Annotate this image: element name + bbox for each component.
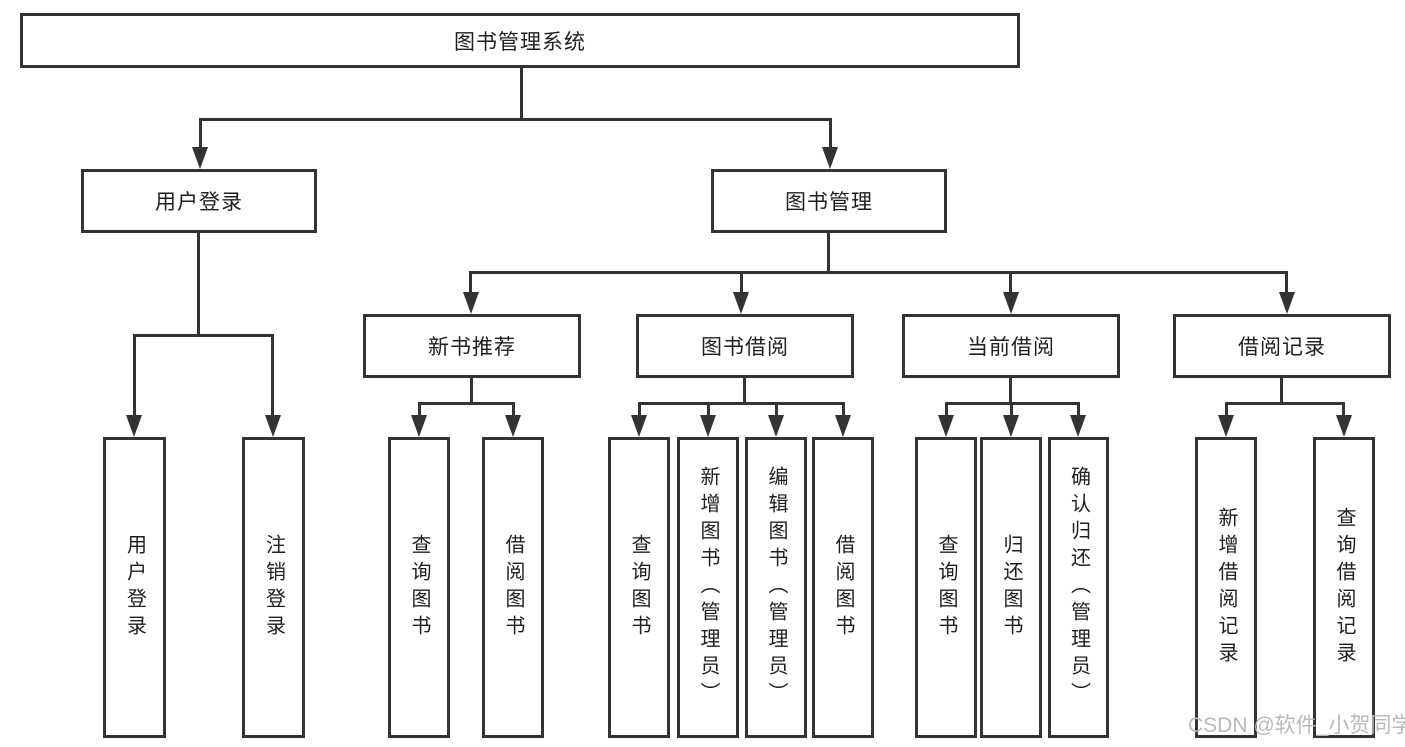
connector-line (133, 334, 274, 337)
connector-arrow (938, 415, 954, 437)
connector-arrow (192, 147, 208, 169)
connector-line (1285, 271, 1288, 295)
connector-arrow (631, 415, 647, 437)
connector-line (418, 402, 421, 417)
leaf-records-add-record: 新增借阅记录 (1195, 437, 1257, 738)
connector-line (740, 271, 743, 295)
connector-arrow (1279, 292, 1295, 314)
connector-line (199, 118, 202, 150)
leaf-records-query-record: 查询借阅记录 (1313, 437, 1375, 738)
connector-arrow (463, 292, 479, 314)
connector-line (1225, 402, 1345, 405)
connector-arrow (265, 415, 281, 437)
connector-line (775, 402, 778, 417)
connector-line (842, 402, 845, 417)
connector-line (199, 118, 832, 121)
connector-line (827, 233, 830, 273)
connector-line (133, 334, 136, 418)
leaf-borrow-query-books: 查询图书 (608, 437, 670, 738)
connector-arrow (1003, 415, 1019, 437)
leaf-current-confirm-return-admin: 确认归还（管理员） (1048, 437, 1109, 738)
leaf-user-login: 用户登录 (103, 437, 166, 738)
leaf-borrow-borrow-books: 借阅图书 (812, 437, 874, 738)
connector-line (829, 118, 832, 150)
leaf-recommend-query-books: 查询图书 (388, 437, 450, 738)
node-book-management: 图书管理 (711, 169, 947, 233)
connector-arrow (126, 415, 142, 437)
connector-arrow (1070, 415, 1086, 437)
connector-line (945, 402, 948, 417)
node-user-login: 用户登录 (81, 169, 317, 233)
connector-line (418, 402, 515, 405)
leaf-current-query-books: 查询图书 (915, 437, 977, 738)
connector-arrow (1003, 292, 1019, 314)
connector-line (1009, 271, 1012, 295)
connector-line (1280, 378, 1283, 404)
leaf-current-return-books: 归还图书 (980, 437, 1042, 738)
connector-line (1077, 402, 1080, 417)
connector-arrow (835, 415, 851, 437)
node-root: 图书管理系统 (20, 13, 1020, 68)
connector-arrow (822, 147, 838, 169)
connector-arrow (768, 415, 784, 437)
leaf-borrow-edit-books-admin: 编辑图书（管理员） (745, 437, 807, 738)
node-current-borrow: 当前借阅 (902, 314, 1120, 378)
connector-arrow (700, 415, 716, 437)
connector-line (1342, 402, 1345, 417)
node-new-book-recommend: 新书推荐 (363, 314, 581, 378)
leaf-recommend-borrow-books: 借阅图书 (482, 437, 544, 738)
connector-line (197, 233, 200, 336)
connector-line (469, 271, 1288, 274)
connector-line (1009, 378, 1012, 404)
connector-line (1010, 402, 1013, 417)
connector-line (271, 334, 274, 418)
connector-arrow (1218, 415, 1234, 437)
watermark: CSDN @软件_小贺同学 (1188, 714, 1405, 737)
connector-line (638, 402, 844, 405)
connector-line (469, 271, 472, 295)
connector-arrow (505, 415, 521, 437)
connector-line (743, 378, 746, 404)
connector-line (707, 402, 710, 417)
leaf-logout: 注销登录 (242, 437, 305, 738)
connector-arrow (411, 415, 427, 437)
connector-arrow (733, 292, 749, 314)
connector-line (512, 402, 515, 417)
connector-line (638, 402, 641, 417)
node-book-borrow: 图书借阅 (636, 314, 854, 378)
node-borrow-records: 借阅记录 (1173, 314, 1391, 378)
connector-line (470, 378, 473, 404)
connector-arrow (1336, 415, 1352, 437)
connector-line (520, 68, 523, 120)
connector-line (1225, 402, 1228, 417)
leaf-borrow-add-books-admin: 新增图书（管理员） (677, 437, 739, 738)
